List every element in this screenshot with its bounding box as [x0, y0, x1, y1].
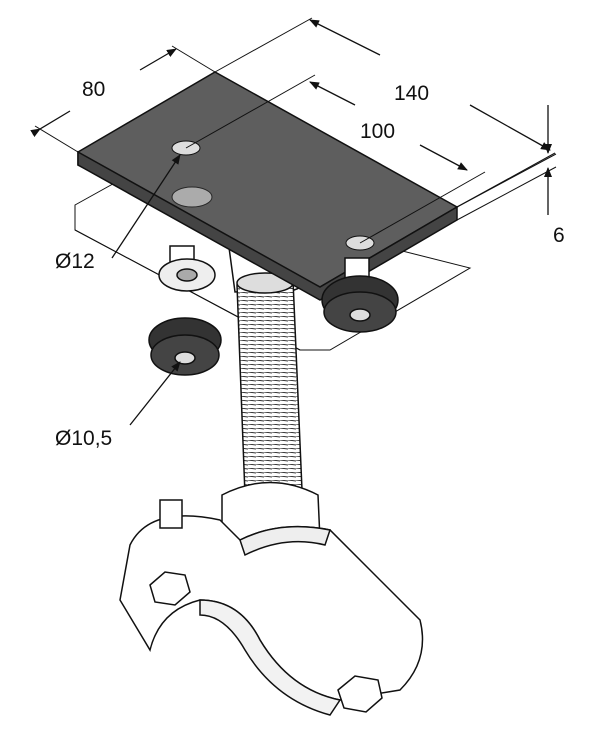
- dim-label-100: 100: [360, 120, 395, 143]
- threaded-rod: [236, 272, 303, 496]
- dim-label-6: 6: [553, 224, 565, 247]
- slot-hole: [171, 186, 213, 208]
- dim-label-hole-12: Ø12: [55, 250, 95, 273]
- pipe-clamp: [119, 481, 424, 716]
- dim-label-80: 80: [82, 78, 105, 101]
- washer-right: [321, 257, 399, 333]
- dim-label-hole-10-5: Ø10,5: [55, 427, 112, 450]
- bolt-left: [158, 245, 216, 292]
- dimension-100: 100: [185, 74, 486, 244]
- base-plate: [77, 71, 459, 301]
- dimension-140: 140: [214, 17, 556, 208]
- leader-hole-12: Ø12: [55, 154, 181, 273]
- dimension-6: 6: [456, 105, 565, 247]
- dimension-80: 80: [30, 45, 216, 153]
- washer-loose: [148, 317, 222, 376]
- leader-hole-10-5: Ø10,5: [55, 361, 181, 450]
- dim-label-140: 140: [394, 82, 429, 105]
